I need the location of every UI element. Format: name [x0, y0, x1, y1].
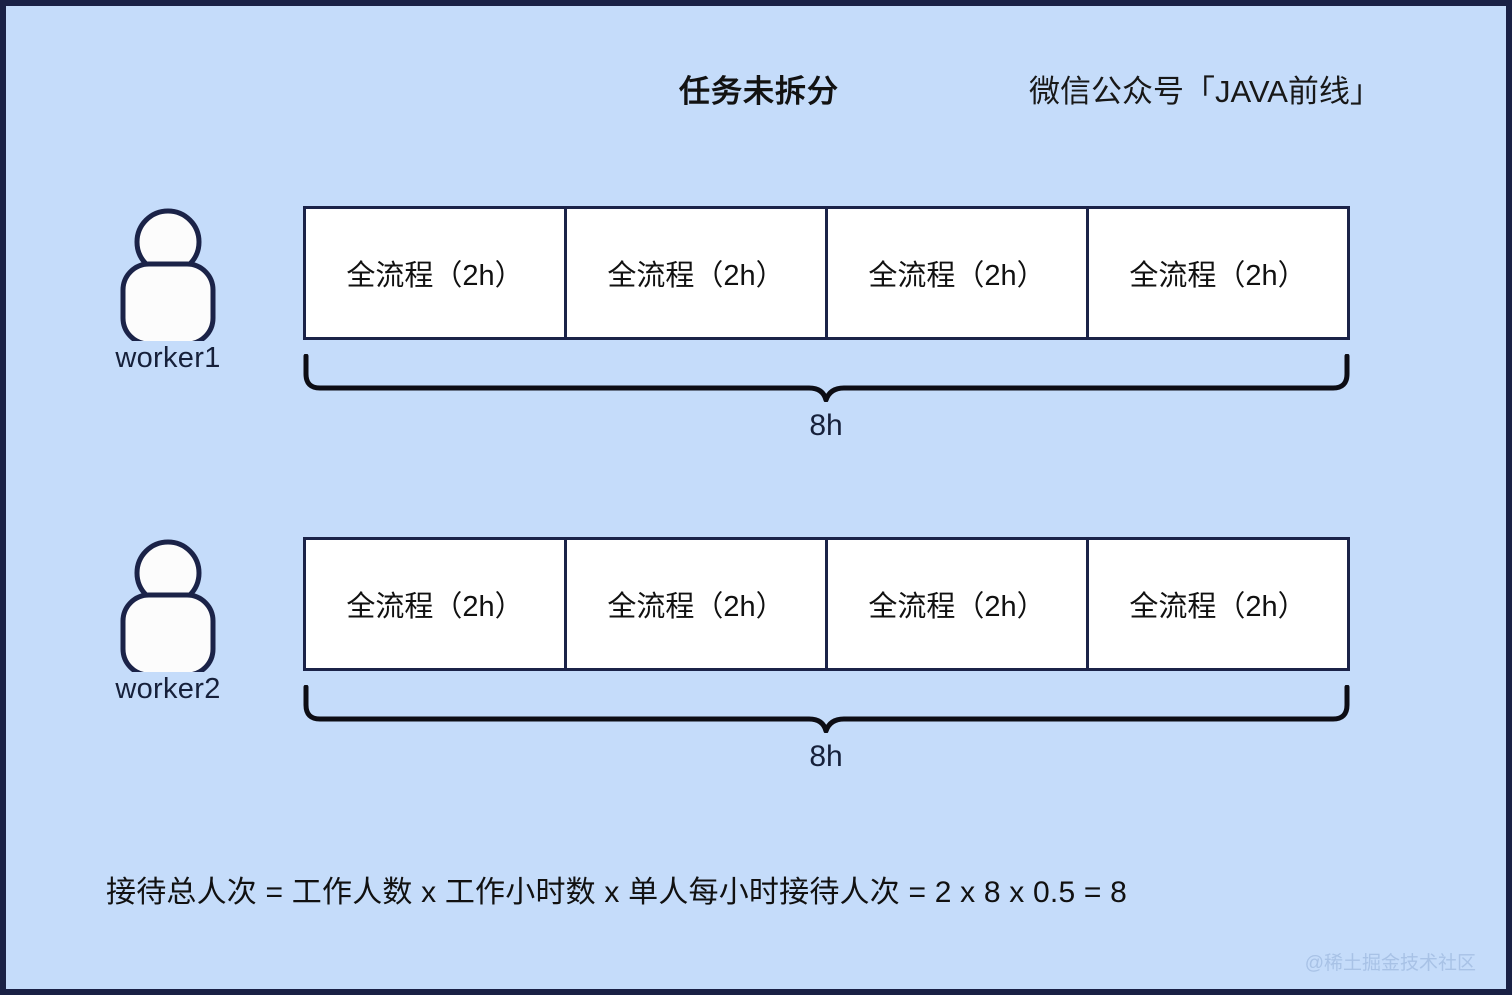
person-icon	[120, 208, 216, 341]
task-cell: 全流程（2h）	[1129, 260, 1307, 292]
duration-brace-worker1: 8h	[303, 354, 1350, 442]
curly-brace-icon	[303, 354, 1350, 402]
watermark: @稀土掘金技术社区	[1304, 953, 1476, 974]
task-cell: 全流程（2h）	[306, 540, 567, 668]
task-table-worker2: 全流程（2h） 全流程（2h） 全流程（2h） 全流程（2h）	[303, 537, 1350, 671]
worker-label: worker1	[115, 342, 221, 374]
task-cell: 全流程（2h）	[828, 209, 1089, 337]
brace-label: 8h	[809, 740, 843, 773]
curly-brace-icon	[303, 685, 1350, 733]
task-cell: 全流程（2h）	[828, 540, 1089, 668]
worker-1: worker1	[88, 206, 248, 375]
brace-label: 8h	[809, 409, 843, 442]
worker-label: worker2	[115, 673, 221, 705]
brand-label: 微信公众号「JAVA前线」	[1029, 74, 1381, 109]
duration-brace-worker2: 8h	[303, 685, 1350, 773]
task-cell: 全流程（2h）	[567, 209, 828, 337]
task-cell: 全流程（2h）	[306, 209, 567, 337]
person-icon	[120, 539, 216, 672]
worker-2: worker2	[88, 537, 248, 706]
task-table-worker1: 全流程（2h） 全流程（2h） 全流程（2h） 全流程（2h）	[303, 206, 1350, 340]
task-cell: 全流程（2h）	[567, 540, 828, 668]
page-title: 任务未拆分	[679, 74, 839, 109]
task-cell: 全流程（2h）	[1129, 591, 1307, 623]
formula-text: 接待总人次 = 工作人数 x 工作小时数 x 单人每小时接待人次 = 2 x 8…	[106, 876, 1128, 909]
